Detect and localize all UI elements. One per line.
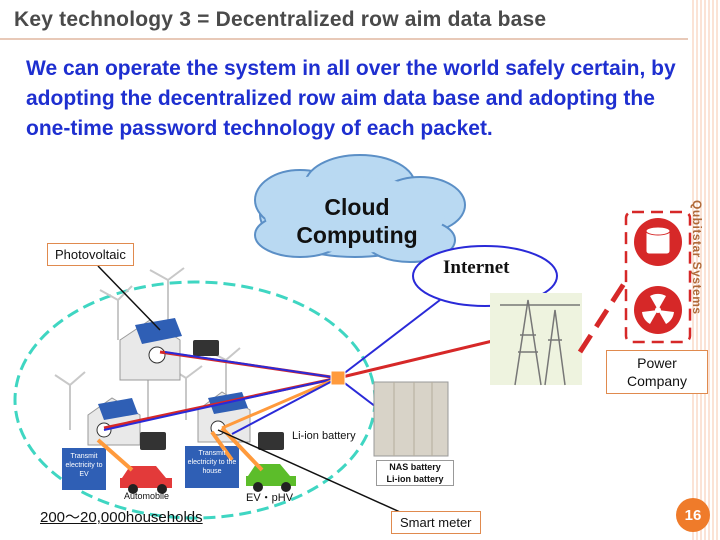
internet-label: Internet <box>443 257 510 278</box>
hub-node <box>330 370 346 386</box>
transmit-house-label: Transmit electricity to the house <box>187 450 237 475</box>
slide-subtitle: We can operate the system in all over th… <box>26 57 676 140</box>
transmit-house-box <box>185 446 239 488</box>
households-label: 200〜20,000households <box>40 509 203 526</box>
right-decor-bar <box>692 0 720 540</box>
nas-battery-label: NAS battery Li-ion battery <box>376 460 454 486</box>
car-icon-green <box>246 464 296 492</box>
power-tower-icon <box>500 299 580 386</box>
photovoltaic-label: Photovoltaic <box>47 243 134 266</box>
power-tower-image <box>490 293 582 385</box>
arrow-orange-2 <box>210 430 234 462</box>
page-number-badge: 16 <box>676 498 710 532</box>
li-ion-battery-label: Li-ion battery <box>292 430 356 442</box>
slide-title: Key technology 3 = Decentralized row aim… <box>14 8 547 31</box>
car-icon-red <box>120 466 172 494</box>
cloud-computing-label: Cloud Computing <box>296 194 418 248</box>
smart-meter-pointer <box>217 429 401 513</box>
arrow-orange-1 <box>96 438 134 472</box>
transmit-ev-box <box>62 448 106 490</box>
battery-icon-2 <box>140 432 166 450</box>
internet-ellipse <box>412 245 558 307</box>
smart-meter-label: Smart meter <box>391 511 481 534</box>
power-company-label: Power Company <box>606 350 708 394</box>
power-company-frame <box>624 210 692 344</box>
company-vertical-label: Qubitstar Systems <box>690 200 704 315</box>
photovoltaic-pointer <box>97 265 161 331</box>
battery-icon-1 <box>193 340 219 356</box>
title-divider <box>0 38 688 40</box>
transmit-ev-label: Transmit electricity to EV <box>65 453 103 478</box>
nas-battery-image <box>373 381 449 457</box>
house-icon-1 <box>119 318 182 381</box>
automobile-label: Automobile <box>124 491 170 501</box>
battery-icon-3 <box>258 432 284 450</box>
ev-phv-label: EV・pHV <box>246 492 294 504</box>
power-company-link <box>577 280 628 354</box>
